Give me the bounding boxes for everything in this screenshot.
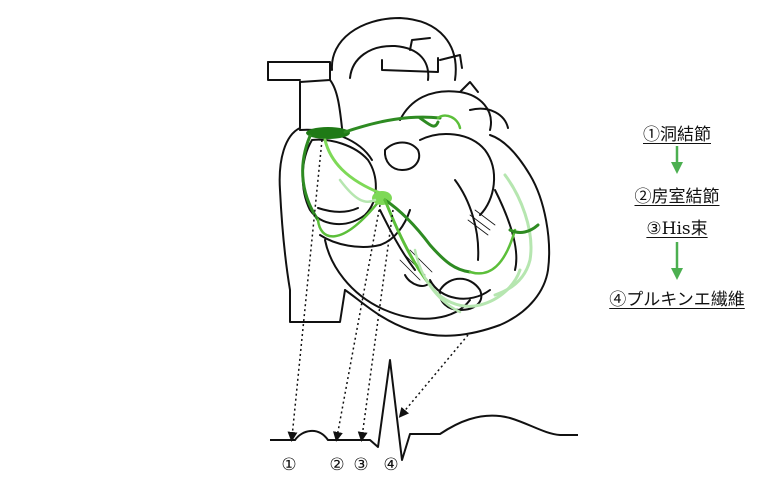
- sa-node: [306, 127, 350, 139]
- legend-sa-node: ①洞結節: [643, 125, 711, 145]
- arrow-av-to-pr: [332, 204, 381, 442]
- arrow-his-to-q: [357, 209, 394, 442]
- legend-av-node: ②房室結節: [634, 187, 720, 207]
- legend-purkinje: ④プルキンエ繊維: [609, 290, 745, 310]
- ecg-marker-3: ③: [353, 455, 369, 475]
- ecg-marker-1: ①: [281, 455, 297, 475]
- conduction-system: [301, 114, 540, 314]
- arrow-purkinje-to-qrs: [398, 334, 469, 418]
- mapping-arrows: [287, 139, 469, 442]
- arrow-sa-to-p: [287, 139, 323, 442]
- ecg-trace: [270, 359, 578, 461]
- legend-his-bundle: ③His束: [646, 219, 708, 239]
- ecg-marker-4: ④: [383, 455, 399, 475]
- ecg-marker-2: ②: [329, 455, 345, 475]
